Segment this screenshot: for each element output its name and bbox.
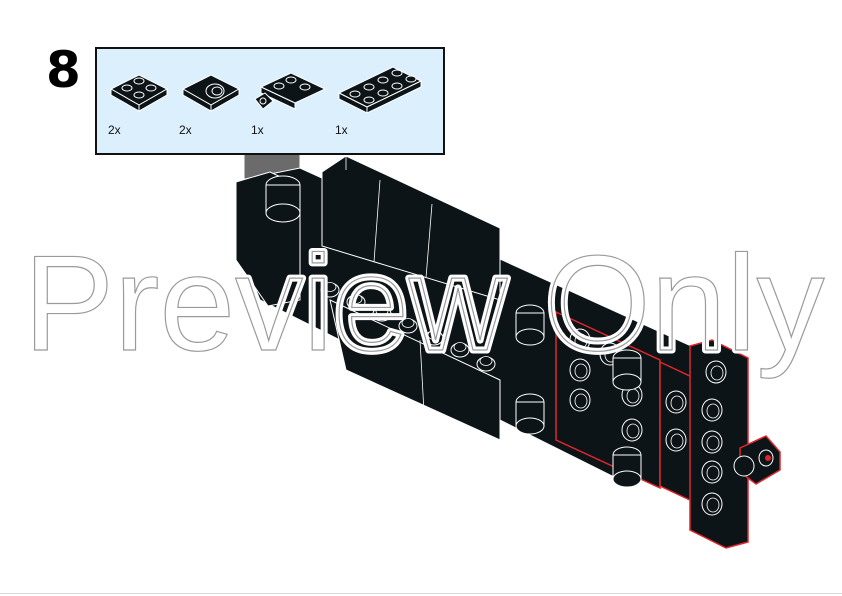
part-qty: 2x [108, 123, 121, 137]
part-qty: 1x [251, 123, 264, 137]
plate-2x2-icon [109, 74, 169, 112]
plate-2x2-with-pin-hole-icon [181, 74, 241, 112]
curved-slope-upper [321, 155, 501, 301]
curved-slope-lower [329, 299, 501, 441]
step-number: 8 [46, 41, 81, 99]
part-qty: 1x [335, 123, 348, 137]
plate-with-clip-icon [254, 72, 327, 110]
bottom-rule [0, 593, 842, 594]
part-qty: 2x [179, 123, 192, 137]
plate-2x4-icon [337, 66, 423, 113]
parts-callout: 2x 2x 1x 1x [95, 47, 445, 155]
